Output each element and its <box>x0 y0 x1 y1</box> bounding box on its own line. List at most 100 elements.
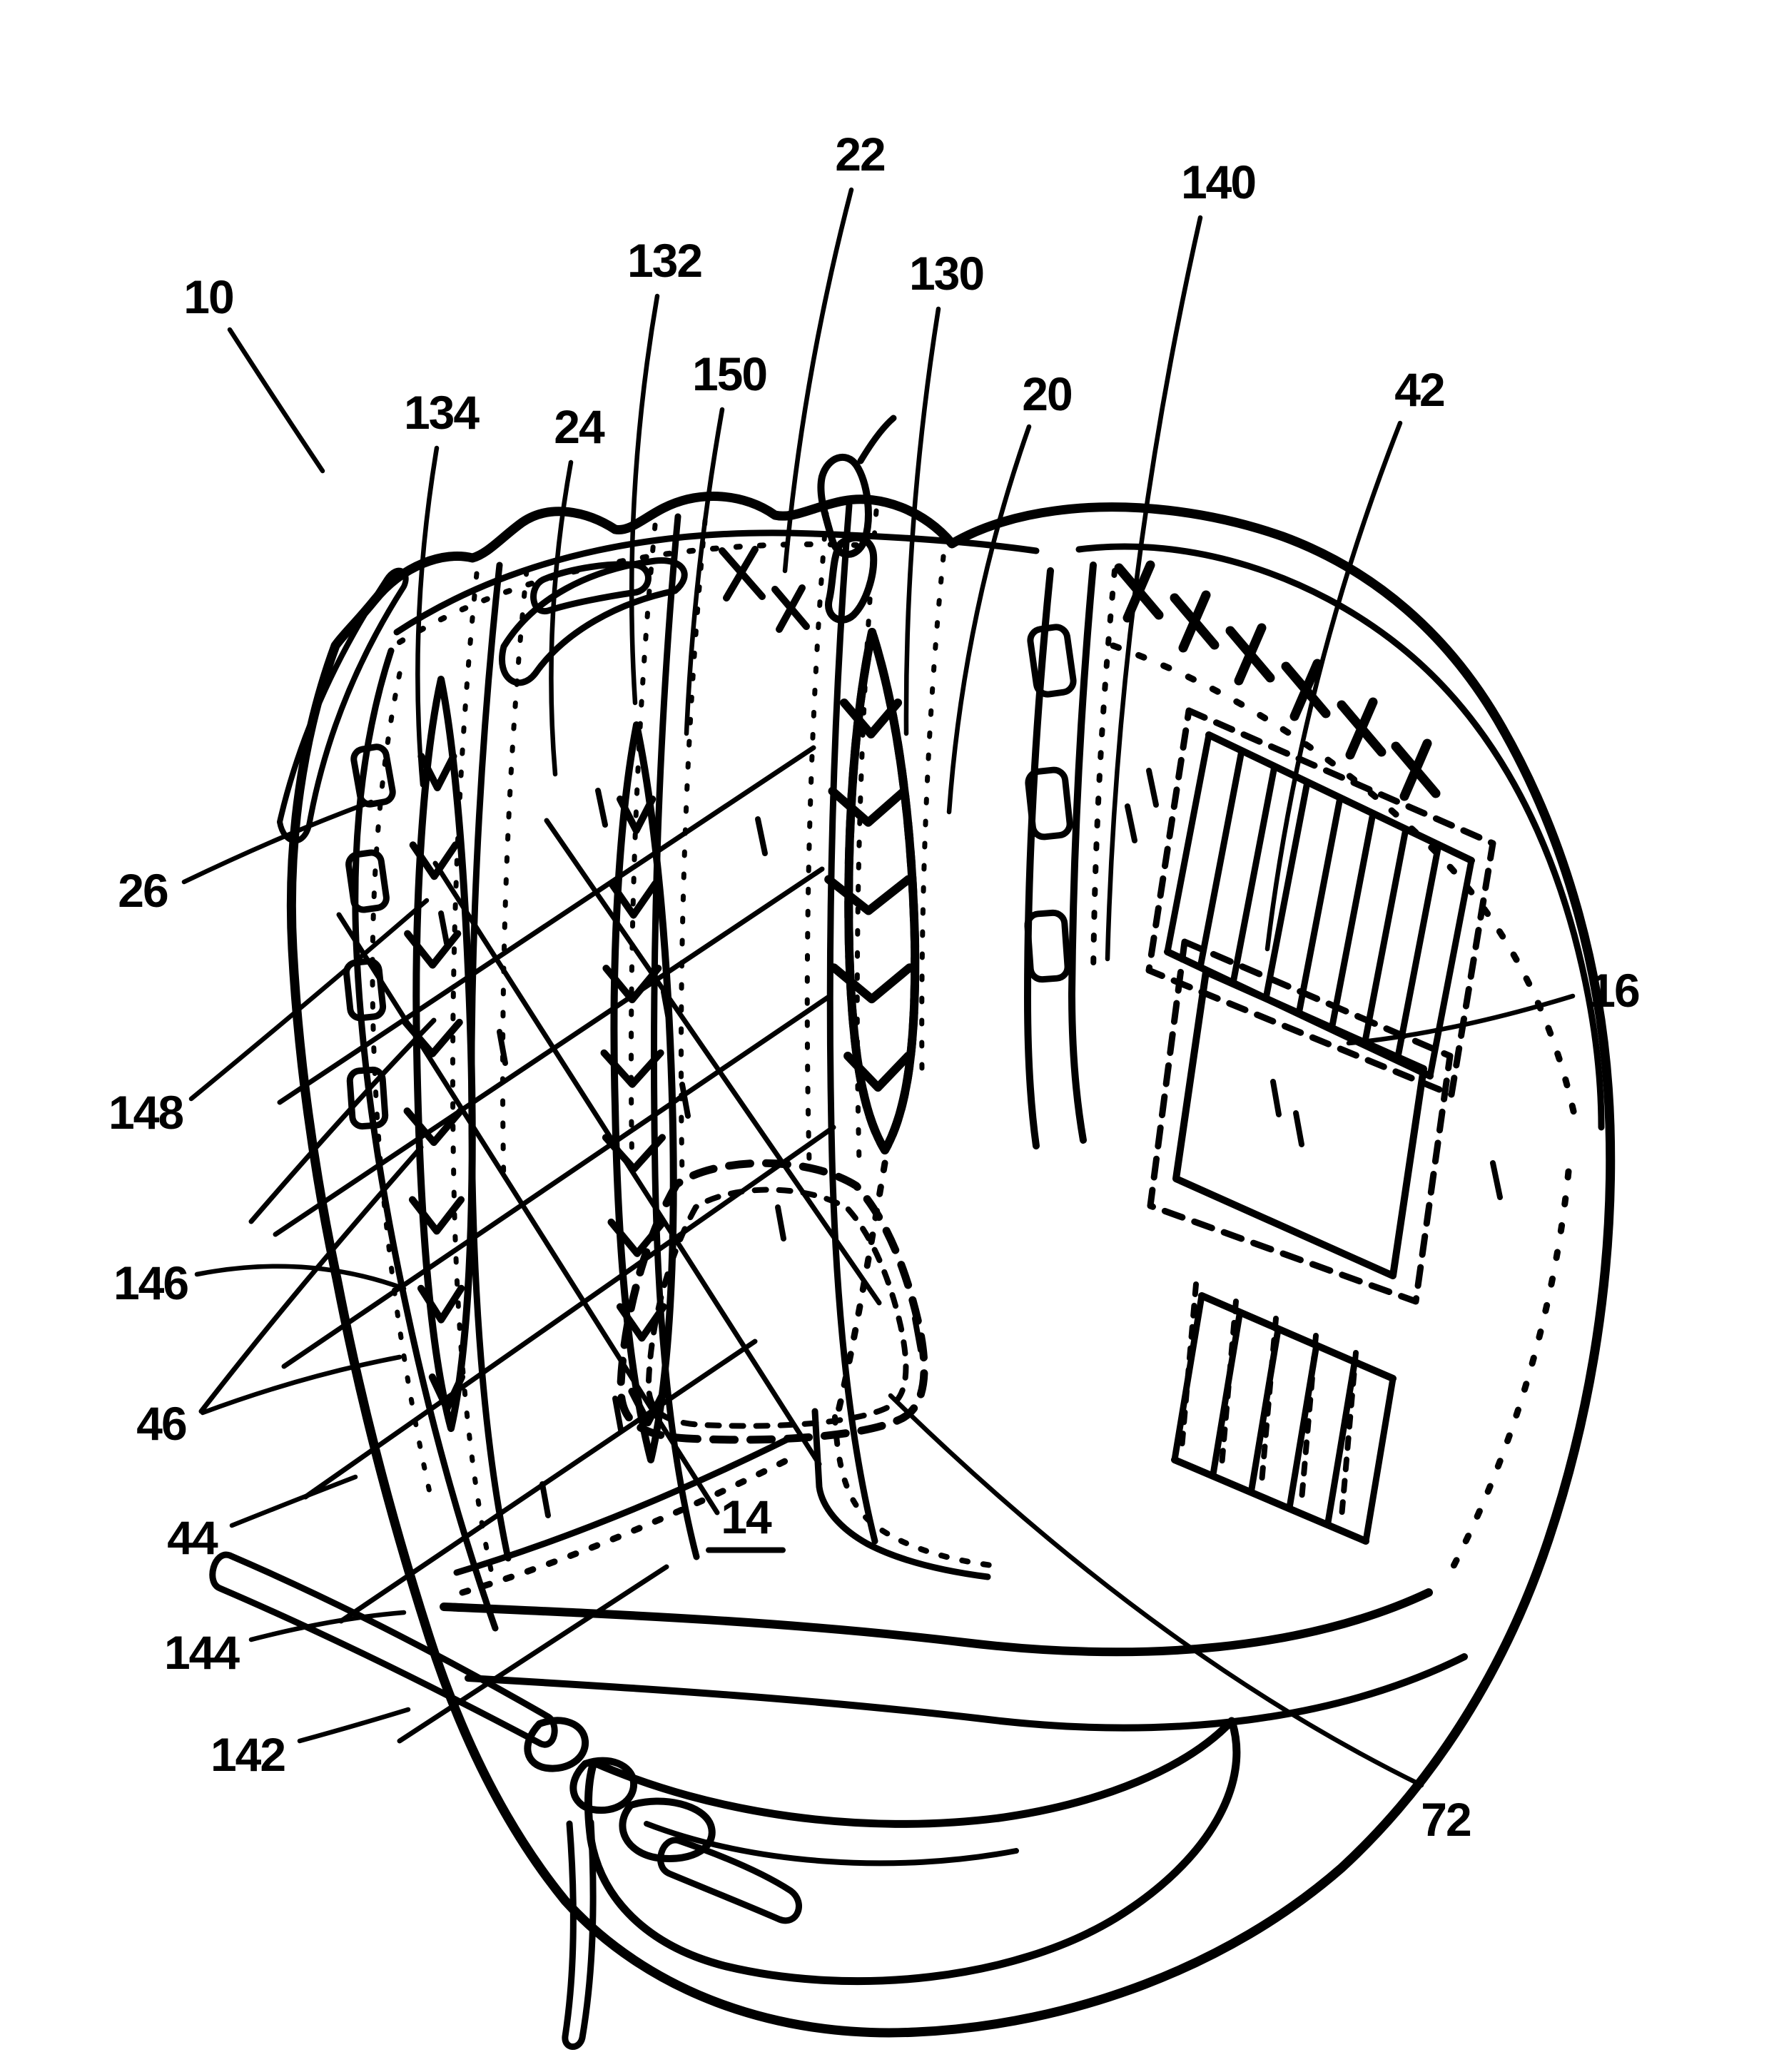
thumb-edge-stitch-lower <box>1444 1168 1572 1582</box>
leader-line-130 <box>903 306 941 736</box>
palm-heel-pad <box>453 1159 995 1596</box>
slat-bar <box>1295 794 1344 1017</box>
slat-bar <box>1262 778 1311 1002</box>
cross-lace-line <box>277 745 816 1105</box>
pinky-pad-chevron <box>428 1373 466 1412</box>
slat-bar <box>1230 763 1278 986</box>
palm-pad-outer-stitch <box>617 1159 928 1444</box>
index-pad-zipper <box>844 628 920 1154</box>
ref-label-42: 42 <box>1394 363 1444 416</box>
index-pad-chevron <box>840 699 903 738</box>
edge-lace-loop <box>1399 738 1432 801</box>
hinge-band-right <box>1068 562 1097 1144</box>
thumb-edge-stitch <box>1110 642 1578 1118</box>
wrist-opening-accent <box>644 1821 1019 1867</box>
texture-tick <box>1270 1079 1282 1117</box>
slat-bar <box>1324 1359 1358 1528</box>
left-edge-lace-slot <box>346 1066 389 1130</box>
top-lace-tip <box>857 415 897 464</box>
ref-label-20: 20 <box>1022 367 1071 420</box>
right-edge-inner-line <box>1075 543 1605 1131</box>
lace-x-mark <box>723 546 759 601</box>
leader-line-148 <box>188 898 430 1102</box>
leader-line-132 <box>629 293 660 706</box>
ref-label-46: 46 <box>136 1397 186 1450</box>
cross-lace-line <box>544 818 882 1306</box>
left-edge-lace-slot <box>350 743 396 808</box>
wrist-band-upper <box>440 1588 1433 1657</box>
index-pad-continuation <box>833 1159 888 1423</box>
cross-lace-line <box>273 866 825 1237</box>
glove-silhouette <box>286 492 1616 2038</box>
cross-lace-line <box>432 860 822 1467</box>
slat-bar <box>1286 1342 1320 1512</box>
strap-lace-tab <box>657 1837 802 1924</box>
leader-line-22 <box>782 187 854 574</box>
leader-line-46 <box>200 1354 402 1416</box>
top-lace-knot <box>825 534 878 624</box>
ring-pad-chevron <box>628 1388 668 1426</box>
web-dotted-column <box>1259 1316 1279 1486</box>
pinky-top-flap <box>499 557 688 686</box>
ref-label-142: 142 <box>211 1728 285 1781</box>
ref-label-144: 144 <box>164 1626 240 1679</box>
ring-pad-outline <box>610 721 677 1463</box>
texture-tick <box>539 1481 551 1518</box>
web-dotted-column <box>1219 1299 1239 1468</box>
edge-lace-loop <box>1234 623 1267 686</box>
finger-stall-seams <box>468 502 1097 1562</box>
slat-bar <box>1361 826 1409 1048</box>
ring-pad-chevron <box>616 1303 667 1342</box>
hinge-lace-slot <box>1025 766 1073 841</box>
stitch-hinge <box>1090 568 1117 980</box>
leader-line-24 <box>549 459 574 777</box>
ref-label-150: 150 <box>692 347 766 400</box>
seam-middle-index <box>826 502 878 1545</box>
pinky-pad-chevron <box>403 1107 465 1147</box>
hinge-lace-slot <box>1027 624 1077 698</box>
web-dotted-column <box>1179 1281 1199 1451</box>
leader-line-44 <box>229 1474 358 1528</box>
leader-line-10 <box>227 327 325 474</box>
cross-lace-line <box>338 1339 758 1624</box>
index-pad-chevron <box>829 963 914 1004</box>
leader-line-134 <box>415 445 440 788</box>
wrist-band-lower <box>465 1653 1468 1732</box>
leader-line-16 <box>1346 993 1576 1046</box>
index-pad-chevron <box>824 875 913 915</box>
ref-label-24: 24 <box>554 400 605 453</box>
left-edge-lace-slot <box>343 958 387 1022</box>
index-pad-chevron <box>828 786 908 827</box>
ref-label-146: 146 <box>113 1256 188 1309</box>
slat-band-lower-edge <box>1171 1456 1369 1545</box>
hinge-lace-slot <box>1024 909 1071 983</box>
leader-line-20 <box>946 424 1032 815</box>
slat-bar <box>1362 1375 1397 1545</box>
thumb-web-panel <box>1110 560 1578 1582</box>
texture-tick <box>755 816 768 856</box>
leader-line-140 <box>1105 215 1203 962</box>
ref-label-26: 26 <box>118 864 168 917</box>
texture-tick <box>912 1316 923 1353</box>
pinky-pad-chevron <box>417 1284 465 1324</box>
lace-x-mark <box>776 584 806 633</box>
texture-tick <box>497 1029 508 1066</box>
texture-tick <box>1125 803 1137 843</box>
pinky-pad-chevron <box>408 1196 465 1235</box>
texture-tick <box>661 989 672 1026</box>
left-sweep-lace-1 <box>198 1144 424 1414</box>
strap-knot-loop <box>524 1717 589 1772</box>
leader-line-142 <box>297 1707 411 1744</box>
web-dotted-column <box>1339 1350 1359 1520</box>
texture-tick <box>612 1396 624 1433</box>
palm-right-stitch <box>832 1414 995 1568</box>
wrist-strap <box>209 1551 558 1748</box>
strap-lace-tail <box>562 1819 597 2050</box>
web-dotted-column <box>1299 1333 1319 1503</box>
ref-label-140: 140 <box>1181 156 1255 208</box>
slat-bar <box>1394 841 1442 1064</box>
slat-bar <box>1426 857 1475 1080</box>
ref-label-44: 44 <box>167 1511 218 1564</box>
texture-tick <box>679 1082 691 1119</box>
